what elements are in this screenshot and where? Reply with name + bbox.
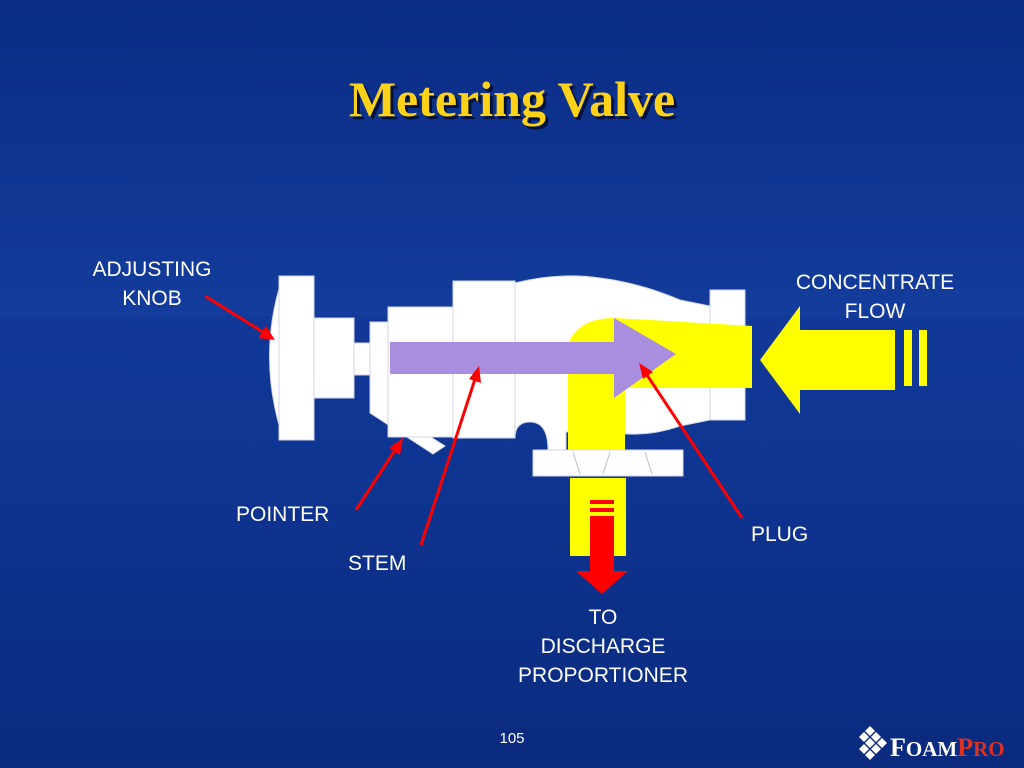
background-band [0, 0, 1024, 316]
discharge-arrow [576, 500, 628, 594]
plug-label: PLUG [751, 523, 809, 546]
foampro-logo [859, 726, 887, 760]
diamond-cluster-icon [859, 726, 887, 760]
discharge-label: TO DISCHARGE PROPORTIONER [518, 606, 688, 687]
concentrate-flow-label: CONCENTRATE FLOW [795, 271, 955, 323]
leader-arrows [204, 294, 744, 546]
adjusting-knob-label: ADJUSTING KNOB [92, 258, 212, 310]
adjusting-knob [269, 275, 371, 441]
concentrate-flow-arrow [760, 306, 927, 414]
page-number: 105 [499, 730, 525, 747]
stem-label: STEM [348, 552, 407, 575]
pointer-label: POINTER [236, 503, 330, 526]
stem-and-plug [390, 318, 676, 398]
foampro-wordmark: FOAMPRO [890, 733, 1005, 762]
slide-title: Metering Valve [348, 71, 676, 127]
